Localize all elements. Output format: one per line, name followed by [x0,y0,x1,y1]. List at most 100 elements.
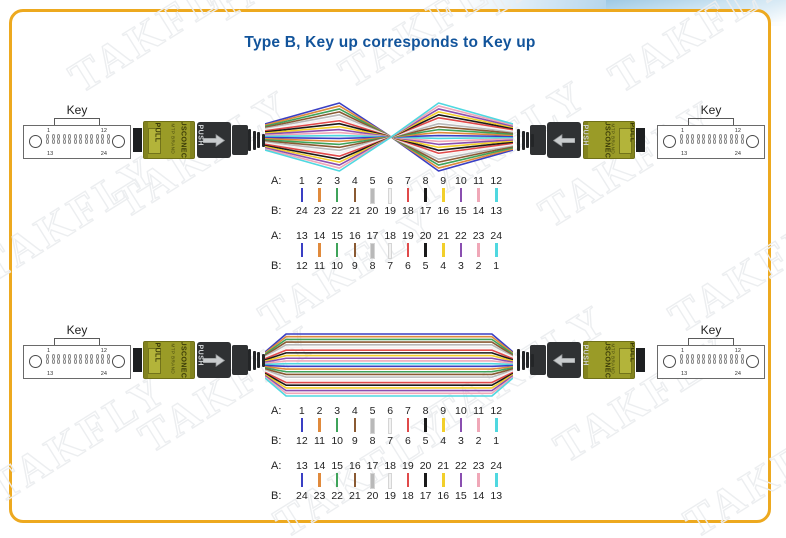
pin-number-cell: 11 [314,434,325,447]
fiber-pin [718,134,722,140]
pin-number-cell: 5 [422,259,429,272]
pin-number-cell: 14 [313,229,326,242]
arrow-right-icon [553,133,575,147]
fiber-pin [95,354,99,360]
guide-pin-hole-left [663,135,676,148]
fiber-pin [718,139,722,145]
fiber-color-swatch-cell [452,472,470,489]
boot-rib [261,133,265,147]
key-bracket [688,118,734,126]
pin-number-cell: 8 [422,174,429,187]
strain-relief-boot [248,127,265,153]
pin-number-cell: 2 [475,434,482,447]
ferrule-pin-number: 1 [681,128,685,134]
pin-number-cell: 24 [295,204,308,217]
fiber-color-swatch-green [335,187,339,202]
fiber-pin [685,359,689,365]
row-label: B: [271,434,282,447]
fiber-pin [101,139,105,145]
fiber-pin [713,139,717,145]
fiber-color-swatch-slate [370,417,375,434]
pin-number-cell: 17 [366,229,379,242]
fiber-pin [68,354,72,360]
brand-label: USCONEC [179,121,187,159]
brand-sub-label: MTP BRAND [170,343,176,375]
fiber-color-swatch-slate [370,472,375,489]
row-label: B: [271,204,282,217]
key-label: Key [66,103,88,117]
key-bracket [54,118,100,126]
fiber-strand [265,341,513,357]
fiber-color-swatch-cell [487,242,505,259]
pin-number-cell: 21 [349,204,361,217]
pin-number-cell: 1 [298,404,305,417]
fiber-color-swatch-cell [452,417,470,434]
fiber-color-swatch-slate [370,187,375,204]
fiber-pin [106,359,110,365]
pin-number-cell: 9 [440,174,447,187]
pin-number-cell: 18 [384,229,397,242]
push-label: PUSH [581,124,589,146]
ferrule-pin-number: 24 [100,371,107,377]
fiber-color-swatch-brown [353,242,357,257]
fiber-color-swatch-yellow [441,472,445,487]
fiber-pin [84,354,88,360]
pull-tab[interactable] [619,348,632,374]
fiber-pin-array [680,134,744,145]
ferrule-pin-number: 24 [100,151,107,157]
guide-pin-hole-right [746,355,759,368]
pull-tab[interactable] [148,128,161,154]
fiber-color-swatch-yellow [441,242,445,257]
row-label: A: [271,404,282,417]
pin-row [46,354,110,360]
pull-tab[interactable] [148,348,161,374]
row-label: B: [271,259,282,272]
fiber-color-swatch-cell [311,417,329,434]
brand-sub-label: MTP BRAND [610,123,616,155]
fiber-color-swatch-cell [452,187,470,204]
fiber-pin [101,134,105,140]
strain-relief-boot [517,127,534,153]
fiber-pin [696,359,700,365]
ferrule-pin-number: 12 [734,128,741,134]
pin-number-cell: 14 [472,204,485,217]
fiber-color-swatch-cell [470,187,488,204]
pin-number-cell: 19 [384,204,397,217]
fiber-color-swatch-cell [434,472,452,489]
connector-latch-body: PUSH [197,122,231,158]
fiber-color-swatch-row [271,417,505,434]
pin-number-cell: 4 [440,259,447,272]
fiber-color-swatch-brown [353,187,357,202]
pin-number-cell: 17 [366,459,379,472]
pin-number-cell: 16 [437,204,450,217]
pin-number-cell: 22 [455,229,467,242]
fiber-color-swatch-cell [470,417,488,434]
ferrule-pin-number: 12 [100,348,107,354]
fiber-pin [90,354,94,360]
fiber-pin [73,359,77,365]
fiber-pin [101,359,105,365]
fiber-strand [265,368,513,376]
fiber-pin [702,354,706,360]
fiber-color-swatch-violet [459,472,463,487]
fiber-pin [62,134,66,140]
pin-number-cell: 3 [457,434,464,447]
fiber-color-swatch-cell [346,472,364,489]
fiber-color-swatch-black [424,187,427,202]
fiber-pin [702,134,706,140]
fiber-strand [265,376,513,395]
fiber-pin [51,354,55,360]
fiber-color-swatch-blue [300,417,304,432]
connector-boot [530,345,546,375]
pull-tab[interactable] [619,128,632,154]
pin-number-cell: 23 [472,459,485,472]
fiber-pin [707,134,711,140]
fiber-pin [90,134,94,140]
key-label: Key [700,103,722,117]
guide-pin-hole-left [29,135,42,148]
fiber-color-swatch-black [424,417,427,432]
fiber-pin [84,139,88,145]
